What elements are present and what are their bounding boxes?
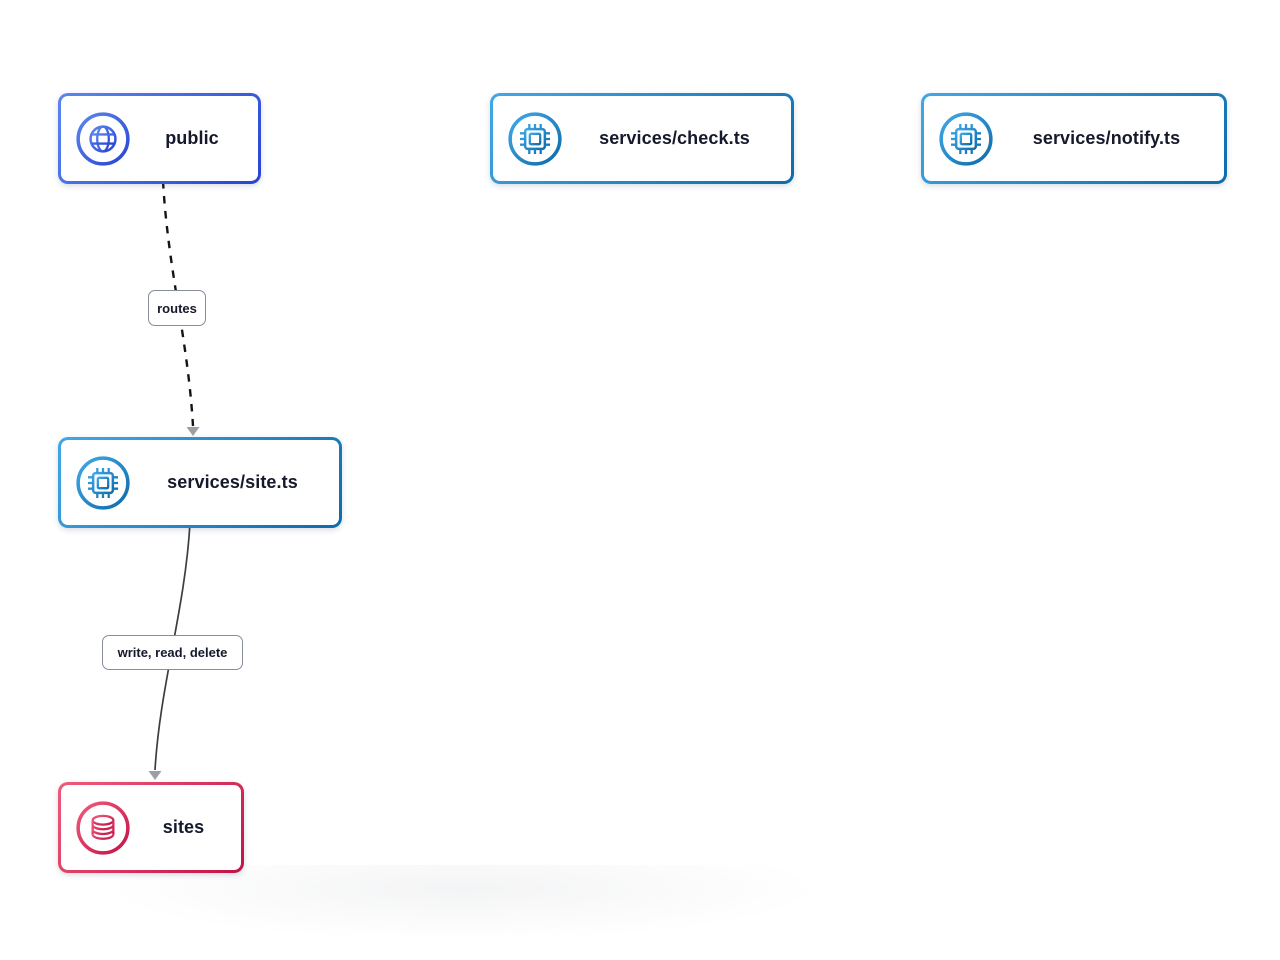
- node-label: services/notify.ts: [1032, 128, 1181, 148]
- chip-icon: [74, 454, 132, 512]
- edge-label-routes[interactable]: routes: [148, 290, 206, 326]
- edge-label-write-read-delete[interactable]: write, read, delete: [102, 635, 243, 670]
- node-label: services/site.ts: [167, 472, 298, 492]
- arrowhead-icon: [148, 771, 162, 780]
- node-public-body: public: [61, 96, 258, 181]
- node-label: services/check.ts: [599, 128, 750, 148]
- node-sites[interactable]: sites: [58, 782, 244, 873]
- node-sites-body: sites: [61, 785, 241, 870]
- globe-icon: [74, 110, 132, 168]
- node-services-site-body: services/site.ts: [61, 440, 339, 525]
- node-services-check[interactable]: services/check.ts: [490, 93, 794, 184]
- node-services-notify-body: services/notify.ts: [924, 96, 1224, 181]
- node-services-site[interactable]: services/site.ts: [58, 437, 342, 528]
- chip-icon: [937, 110, 995, 168]
- node-public[interactable]: public: [58, 93, 261, 184]
- node-services-check-body: services/check.ts: [493, 96, 791, 181]
- chip-icon: [506, 110, 564, 168]
- node-label: sites: [162, 817, 205, 837]
- node-services-notify[interactable]: services/notify.ts: [921, 93, 1227, 184]
- node-label: public: [165, 128, 219, 148]
- arrowhead-icon: [186, 427, 200, 436]
- database-icon: [74, 799, 132, 857]
